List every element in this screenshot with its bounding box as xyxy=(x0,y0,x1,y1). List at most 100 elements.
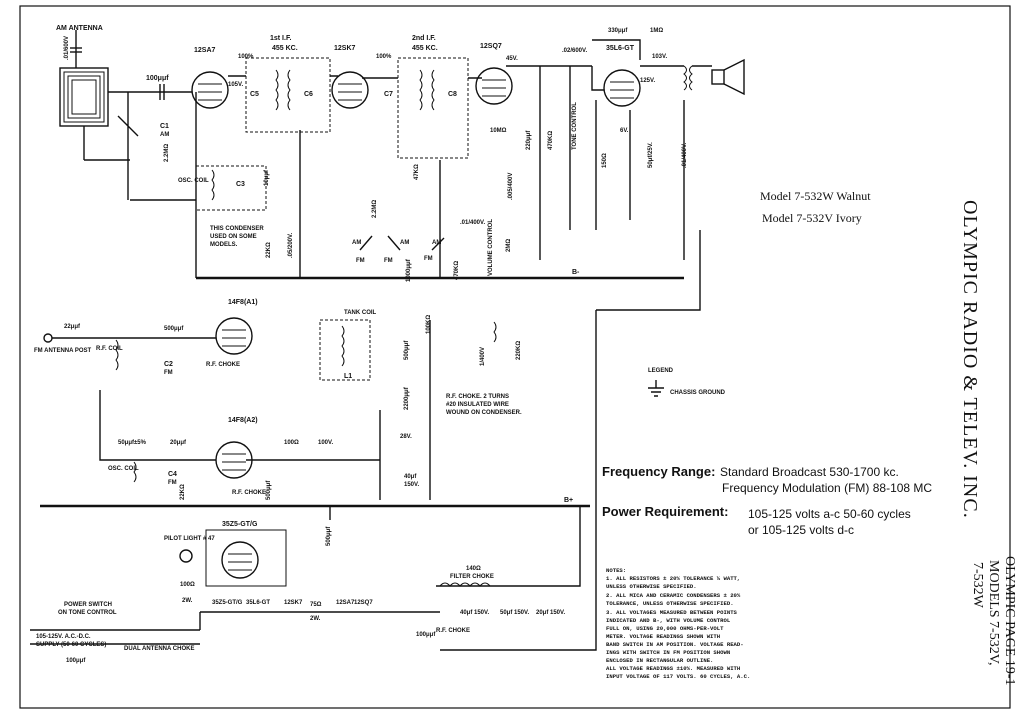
r-150-label: 150Ω xyxy=(602,153,608,168)
model-line-1: Model 7-532W Walnut xyxy=(760,189,871,203)
legend-label: LEGEND xyxy=(648,368,674,374)
output-transformer xyxy=(683,65,693,91)
note-2b: TOLERANCE, UNLESS OTHERWISE SPECIFIED. xyxy=(606,600,734,607)
c100-label: 100μμf xyxy=(146,75,169,82)
power-heading: Power Requirement: xyxy=(602,504,728,519)
v28-label: 28V. xyxy=(400,434,412,440)
r-2m-sw-label: 2.2MΩ xyxy=(372,200,378,218)
page-line-3: 7-532W xyxy=(970,562,985,609)
c05-label: .05/200V. xyxy=(288,233,294,258)
if1-freq-label: 455 KC. xyxy=(272,45,298,52)
rf-choke-note-1: R.F. CHOKE. 2 TURNS xyxy=(446,394,509,400)
tank-coil-label: TANK COIL xyxy=(344,310,377,316)
note-3c: FULL ON, USING 20,000 OHMS-PER-VOLT xyxy=(606,625,724,632)
sw-am-3: AM xyxy=(432,240,441,246)
tube-12sk7 xyxy=(331,71,369,109)
note-3i: INPUT VOLTAGE OF 117 VOLTS. 60 CYCLES, A… xyxy=(606,673,750,680)
heater-12sk7: 12SK7 xyxy=(284,600,303,606)
page-line-1: OLYMPIC PAGE 19-1 xyxy=(1002,556,1017,686)
v100-label-2: 100% xyxy=(376,54,392,60)
note-3f: INGS WITH SWITCH IN FM POSITION SHOWN xyxy=(606,649,730,656)
c4-fm-label: FM xyxy=(168,480,177,486)
volume-control-label: VOLUME CONTROL xyxy=(488,219,494,276)
c1-label: C1 xyxy=(160,123,169,130)
dual-choke-label: DUAL ANTENNA CHOKE xyxy=(124,646,194,652)
power-switch-label-1: POWER SWITCH xyxy=(64,602,112,608)
chassis-ground-icon xyxy=(648,380,664,397)
c-1400-label: 1/400V xyxy=(480,347,486,366)
heater-12sa7: 12SA7 xyxy=(336,600,355,606)
note-3d: METER. VOLTAGE READINGS SHOWN WITH xyxy=(606,633,720,640)
notes-block: NOTES: 1. ALL RESISTORS ± 20% TOLERANCE … xyxy=(606,567,750,680)
osc-coil-box xyxy=(195,165,267,211)
tube-12sa7-label: 12SA7 xyxy=(194,47,216,54)
l1-label: L1 xyxy=(344,373,352,380)
sw-am-2: AM xyxy=(400,240,409,246)
tube-12sq7-label: 12SQ7 xyxy=(480,43,502,50)
rf-choke-label-2: R.F. CHOKE xyxy=(232,490,266,496)
c500-label-1: 500μμf xyxy=(164,326,184,332)
page-line-2: MODELS 7-532V, xyxy=(986,560,1001,666)
c50-5-label: 50μμf±5% xyxy=(118,440,147,446)
heater-35z5: 35Z5-GT/G xyxy=(212,600,243,606)
w2-label-1: 2W. xyxy=(182,598,193,604)
sw-fm-2: FM xyxy=(384,258,393,264)
note-1b: UNLESS OTHERWISE SPECIFIED. xyxy=(606,583,697,590)
w2-label-2: 2W. xyxy=(310,616,321,622)
c-220-label: 220μμf xyxy=(526,130,532,150)
tone-control-label: TONE CONTROL xyxy=(572,102,578,150)
filter-choke-label: FILTER CHOKE xyxy=(450,574,494,580)
note-3g: ENCLOSED IN RECTANGULAR OUTLINE. xyxy=(606,657,713,664)
speaker-icon xyxy=(711,58,745,96)
note-3e: BAND SWITCH IN AM POSITION. VOLTAGE READ… xyxy=(606,641,744,648)
power-switch-label-2: ON TONE CONTROL xyxy=(58,610,117,616)
c1-am-label: AM xyxy=(160,132,169,138)
r-140-label: 140Ω xyxy=(466,566,481,572)
tank-coil-box xyxy=(319,319,371,381)
r-75-label: 75Ω xyxy=(310,602,322,608)
c500-label-2: 500μμf xyxy=(266,480,272,500)
c100-ps-label: 100μμf xyxy=(416,632,436,638)
r-470k-sw-label: 470KΩ xyxy=(454,261,460,280)
model-line-2: Model 7-532V Ivory xyxy=(762,211,862,225)
v100-box-label: 100V. xyxy=(318,440,333,446)
c-02-label: .02/600V. xyxy=(562,48,587,54)
six-v-label: 6V. xyxy=(620,128,629,134)
page-border xyxy=(19,5,1011,709)
c3-label: C3 xyxy=(236,181,245,188)
b-minus-label-1: B- xyxy=(572,269,580,276)
tube-14f8-a2-label: 14F8(A2) xyxy=(228,417,258,424)
c20-150-label: 20μf 150V. xyxy=(536,610,565,616)
fm-antenna-post xyxy=(43,333,53,343)
c2-label: C2 xyxy=(164,361,173,368)
c10-label: 10μμf xyxy=(264,169,270,186)
r-100-label: 100Ω xyxy=(284,440,299,446)
r-1m-label: 1MΩ xyxy=(650,28,663,34)
r-10m-label: 10MΩ xyxy=(490,128,507,134)
c100-supply-label: 100μμf xyxy=(66,658,86,664)
brand-name: OLYMPIC RADIO & TELEV. INC. xyxy=(959,200,981,519)
frequency-heading: Frequency Range: xyxy=(602,464,715,479)
b-plus-label: B+ xyxy=(564,497,573,504)
c-2200-label: 2200μμf xyxy=(404,386,410,410)
tube-35z5 xyxy=(221,541,259,579)
r-2m-vol-label: 2MΩ xyxy=(506,239,512,252)
c50-150-label: 50μf 150V. xyxy=(500,610,529,616)
v150-label: 150V. xyxy=(404,482,419,488)
supply-label-1: 105-125V. A.C.-D.C. xyxy=(36,634,91,640)
frequency-line-2: Frequency Modulation (FM) 88-108 MC xyxy=(722,481,932,495)
tube-12sa7 xyxy=(191,71,229,109)
v103-label: 103V. xyxy=(652,54,667,60)
rf-coil-label: R.F. COIL xyxy=(96,346,123,352)
c7-label: C7 xyxy=(384,91,393,98)
note-3: 3. ALL VOLTAGES MEASURED BETWEEN POINTS xyxy=(606,609,738,616)
condenser-note-2: USED ON SOME xyxy=(210,234,257,240)
r-2m-label: 2.2MΩ xyxy=(164,144,170,162)
r-22k-fm-label: 22KΩ xyxy=(180,484,186,500)
c20-label: 20μμf xyxy=(170,440,187,446)
c-50-label: 50μf/25V. xyxy=(648,142,654,168)
note-3h: ALL VOLTAGE READINGS ±10%. MEASURED WITH xyxy=(606,665,740,672)
heater-35l6: 35L6-GT xyxy=(246,600,270,606)
tube-12sq7 xyxy=(475,67,513,105)
frequency-line-1: Standard Broadcast 530-1700 kc. xyxy=(720,465,899,479)
